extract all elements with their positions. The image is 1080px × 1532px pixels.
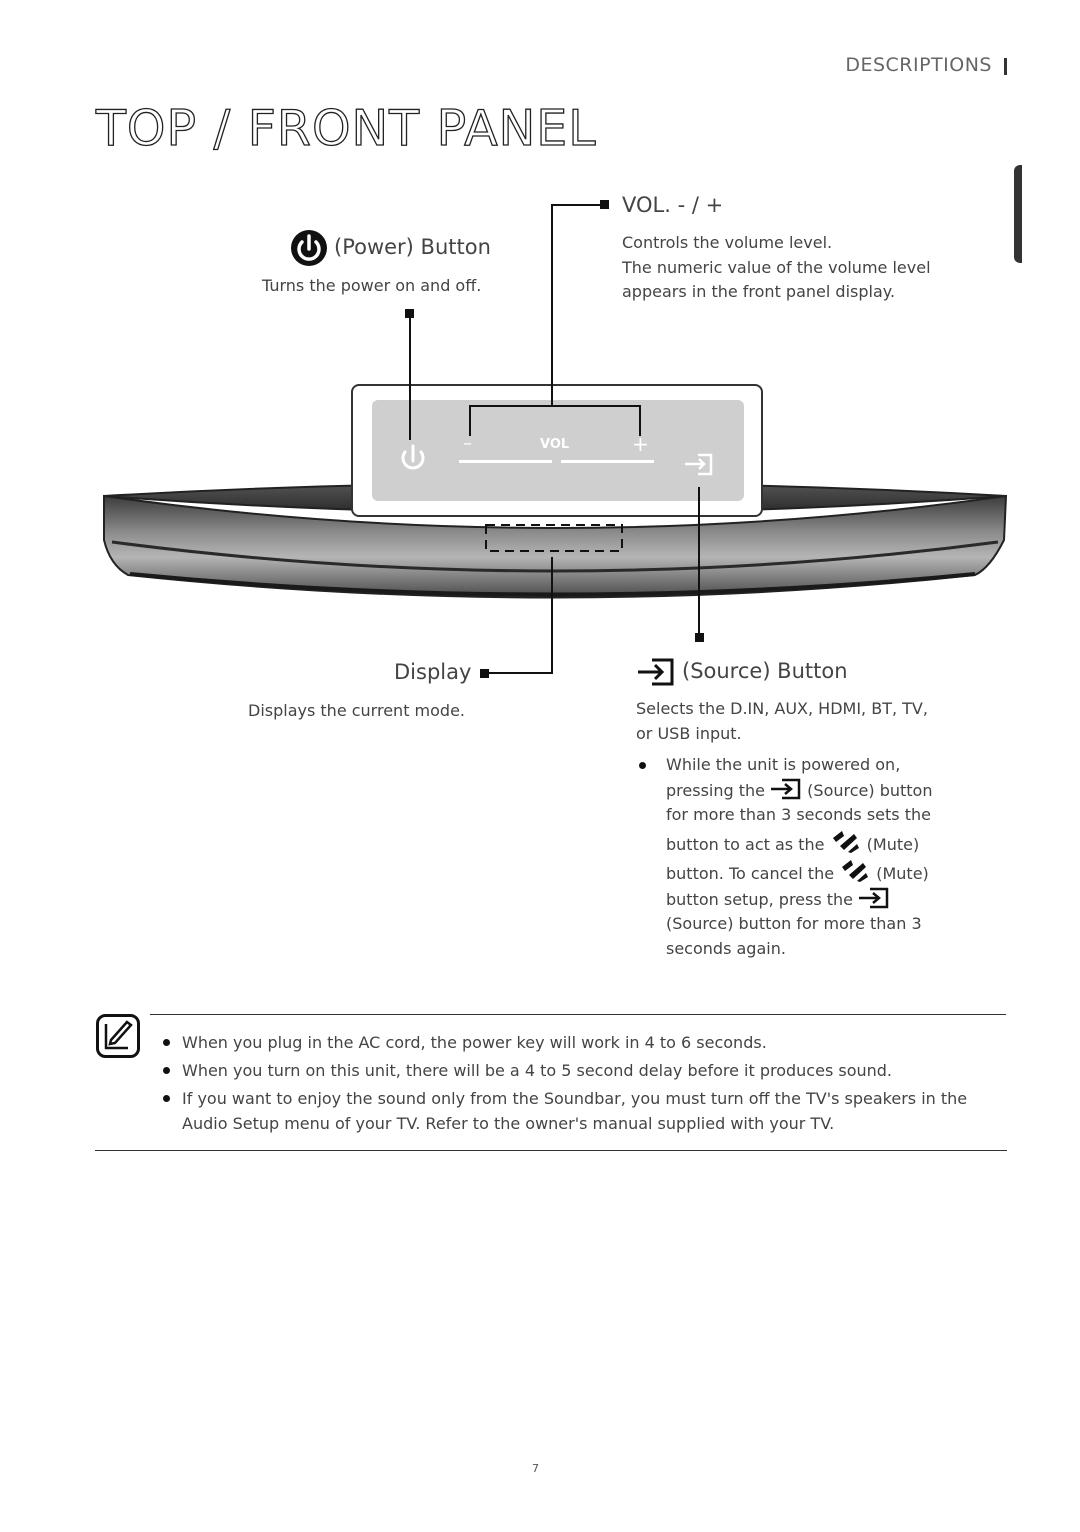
source-button-heading: (Source) Button: [682, 659, 848, 683]
source-bullet-line: button to act as the (Mute): [666, 828, 958, 858]
source-description: Selects the D.IN, AUX, HDMI, BT, TV, or …: [636, 697, 928, 746]
list-item: If you want to enjoy the sound only from…: [160, 1086, 1006, 1136]
display-description: Displays the current mode.: [248, 701, 466, 720]
volume-heading: VOL. - / +: [622, 193, 724, 217]
source-bullet-line: seconds again.: [666, 938, 786, 958]
page-title: TOP / FRONT PANEL: [95, 99, 597, 157]
volume-desc-line-3: appears in the front panel display.: [622, 282, 896, 301]
source-icon: [636, 657, 676, 691]
volume-desc-line-1: Controls the volume level.: [622, 233, 833, 252]
front-display-window: [485, 524, 623, 552]
source-bullet-line: button. To cancel the (Mute): [666, 857, 958, 887]
panel-vol-minus: –: [463, 433, 472, 454]
source-bullet-text: (Mute): [876, 864, 929, 883]
power-button-description: Turns the power on and off.: [262, 276, 482, 295]
chapter-tab: [1014, 165, 1022, 263]
power-icon: [290, 229, 328, 271]
source-bullet-text: button to act as the: [666, 834, 825, 854]
mute-icon: [832, 830, 859, 853]
panel-source-icon: [685, 453, 713, 476]
source-bullet-text: button. To cancel the: [666, 864, 835, 883]
source-bullet-text: (Mute): [866, 834, 920, 854]
source-desc-line-1: Selects the D.IN, AUX, HDMI, BT, TV,: [636, 699, 928, 718]
panel-vol-plus: +: [632, 432, 649, 456]
page-number: 7: [532, 1462, 539, 1475]
soundbar-illustration: VOL – +: [103, 200, 1008, 678]
panel-vol-label: VOL: [540, 437, 569, 452]
source-bullet-text: (Source) button: [807, 780, 933, 800]
section-label: DESCRIPTIONS: [845, 54, 992, 76]
display-heading: Display: [394, 660, 472, 684]
list-item: When you turn on this unit, there will b…: [160, 1058, 1006, 1083]
source-bullet-line: While the unit is powered on,: [666, 755, 901, 774]
source-icon: [859, 887, 889, 908]
list-item: While the unit is powered on, pressing t…: [638, 753, 958, 961]
source-bullet-line: for more than 3 seconds sets the: [666, 805, 931, 824]
source-bullet-text: pressing the: [666, 780, 765, 800]
mute-icon: [842, 860, 869, 882]
source-icon: [771, 778, 801, 799]
section-divider: [1004, 58, 1007, 75]
source-bullet-line: pressing the (Source) button: [666, 778, 958, 804]
note-rule-bottom: [95, 1150, 1007, 1151]
panel-power-icon: [401, 444, 425, 470]
source-bullet-list: While the unit is powered on, pressing t…: [638, 753, 958, 961]
notes-list: When you plug in the AC cord, the power …: [160, 1030, 1006, 1136]
list-item: When you plug in the AC cord, the power …: [160, 1030, 1006, 1055]
control-panel-surface: [372, 400, 744, 501]
note-icon: [96, 1014, 140, 1058]
volume-description: Controls the volume level. The numeric v…: [622, 231, 931, 305]
source-desc-line-2: or USB input.: [636, 723, 742, 743]
leader-lines: [409, 204, 700, 674]
power-button-heading: (Power) Button: [334, 235, 491, 259]
note-rule-top: [150, 1014, 1006, 1015]
source-bullet-line: (Source) button for more than 3: [666, 914, 922, 933]
source-bullet-line: button setup, press the: [666, 887, 958, 913]
source-bullet-text: button setup, press the: [666, 889, 854, 909]
volume-desc-line-2: The numeric value of the volume level: [622, 257, 931, 277]
